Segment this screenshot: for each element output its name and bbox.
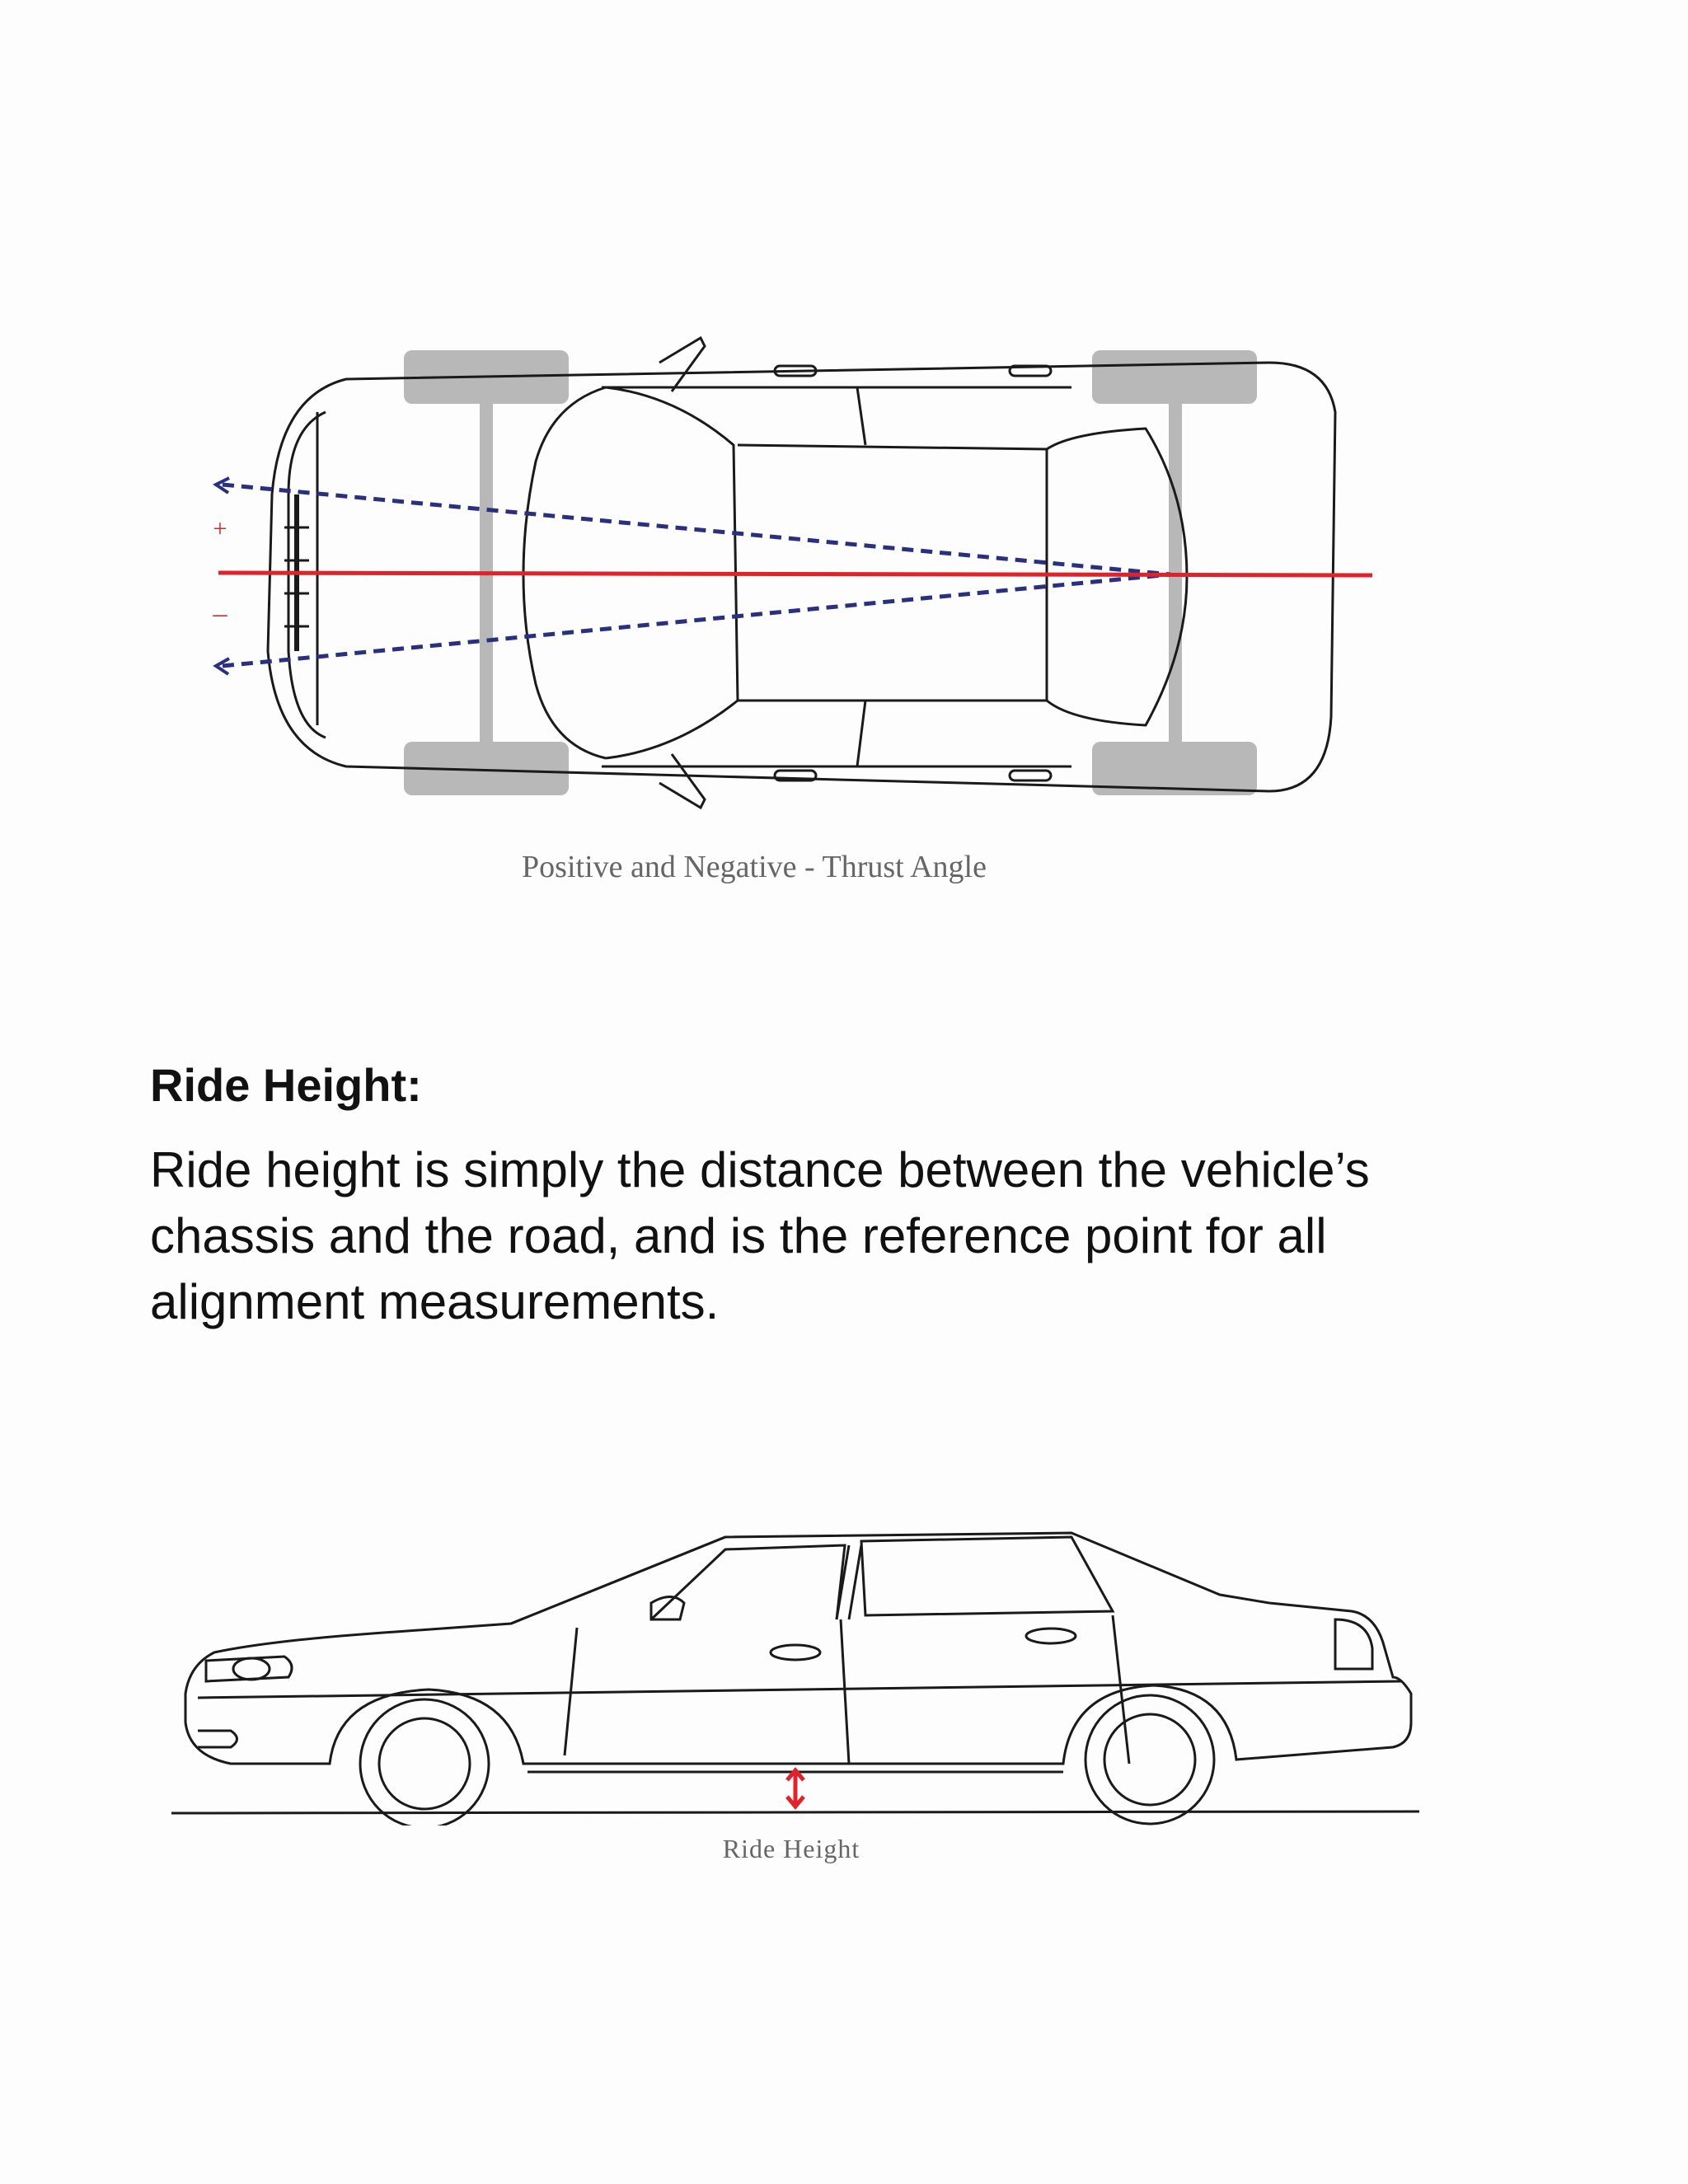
- ride-height-caption: Ride Height: [722, 1834, 860, 1863]
- car-side-outline: [184, 1531, 1413, 1825]
- angle-arrowheads: [213, 476, 230, 676]
- ride-height-arrow: [785, 1767, 805, 1810]
- ground-line: [171, 1810, 1420, 1815]
- thrust-angle-caption: Positive and Negative - Thrust Angle: [522, 850, 987, 884]
- minus-label: –: [213, 598, 228, 629]
- thrust-angle-lines: [222, 482, 1171, 668]
- ride-height-diagram: [171, 1531, 1420, 1825]
- plus-label: +: [213, 515, 227, 542]
- thrust-angle-diagram: + –: [213, 335, 1373, 810]
- section-heading: Ride Height:: [150, 1059, 422, 1111]
- section-body: Ride height is simply the distance betwe…: [150, 1142, 1370, 1329]
- thrust-line: [218, 570, 1373, 578]
